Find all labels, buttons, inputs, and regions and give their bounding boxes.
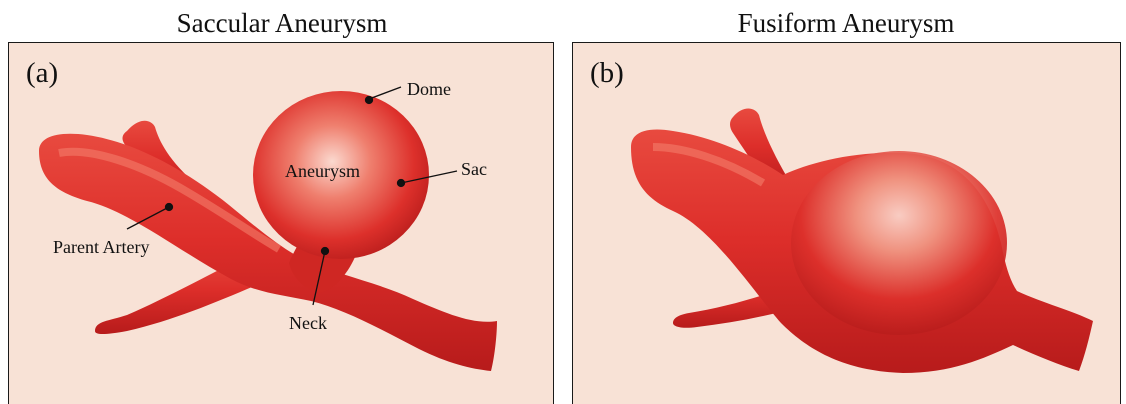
aneurysm-label: Aneurysm xyxy=(285,161,360,182)
aneurysm-bulge xyxy=(791,151,1007,335)
parent-artery-label: Parent Artery xyxy=(53,237,149,258)
panel-b-letter: (b) xyxy=(590,57,624,90)
neck-label: Neck xyxy=(289,313,327,334)
saccular-panel: (a) Dome Aneurysm Sac Parent Artery Neck xyxy=(8,42,554,404)
fusiform-panel: (b) xyxy=(572,42,1121,404)
saccular-title: Saccular Aneurysm xyxy=(8,8,556,38)
fusiform-illustration xyxy=(573,43,1121,404)
sac-label: Sac xyxy=(461,159,487,180)
panel-a-letter: (a) xyxy=(26,57,58,90)
saccular-illustration xyxy=(9,43,554,404)
fusiform-title: Fusiform Aneurysm xyxy=(572,8,1120,38)
dome-label: Dome xyxy=(407,79,451,100)
